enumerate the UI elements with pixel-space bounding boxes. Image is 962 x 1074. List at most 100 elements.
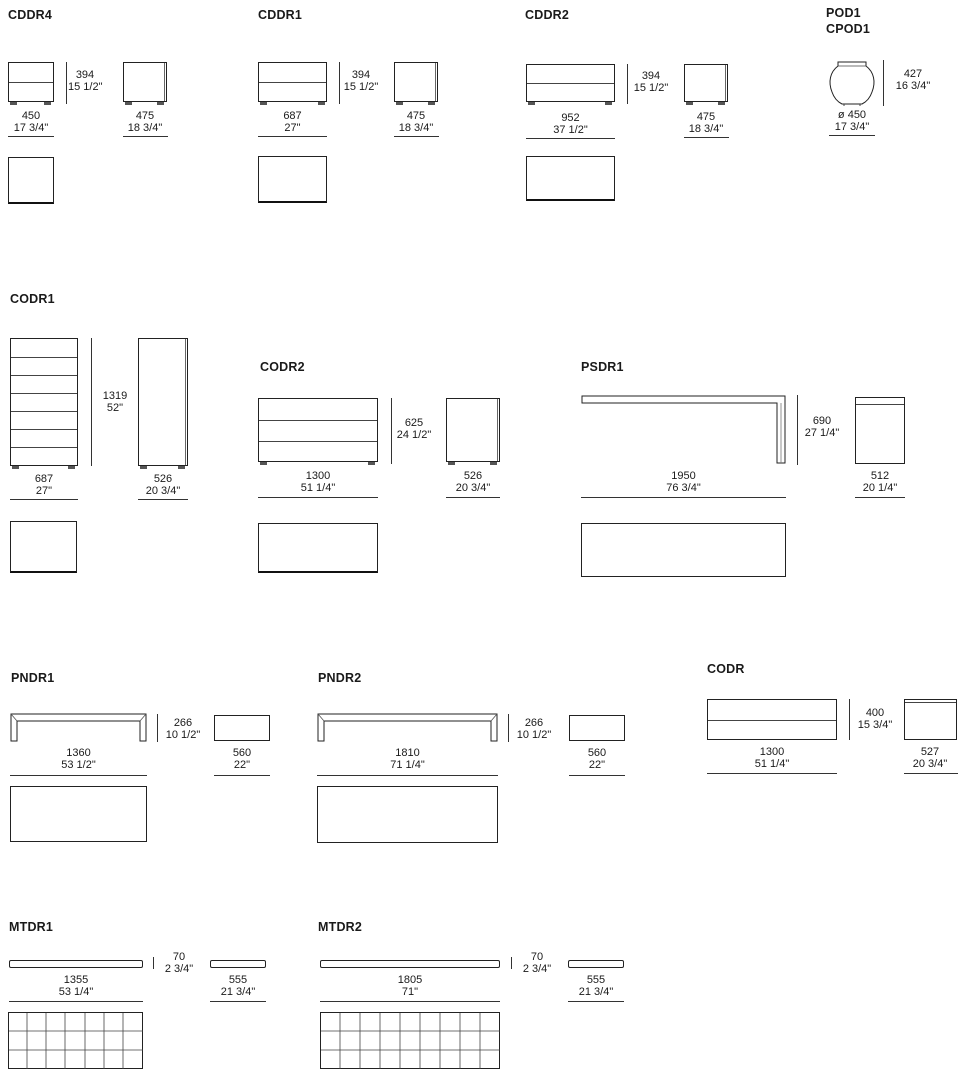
front-elevation xyxy=(581,395,786,464)
side-elevation xyxy=(394,62,438,102)
product-code: CDDR1 xyxy=(258,8,303,22)
tufted-plan-view xyxy=(320,1012,500,1069)
front-elevation xyxy=(320,960,500,968)
front-elevation xyxy=(526,64,615,102)
foot xyxy=(718,102,725,105)
diameter-dimension-line xyxy=(829,135,875,136)
product-code: POD1 xyxy=(826,6,861,20)
front-elevation xyxy=(9,960,143,968)
foot xyxy=(260,462,267,465)
side-elevation xyxy=(569,715,625,741)
foot xyxy=(528,102,535,105)
height-dimension-line xyxy=(91,338,92,466)
product-code: CODR xyxy=(707,662,745,676)
depth-dimension-line xyxy=(904,773,958,774)
foot xyxy=(12,466,19,469)
foot xyxy=(448,462,455,465)
width-dimension-line xyxy=(258,136,327,137)
width-dimension-line xyxy=(9,1001,143,1002)
plan-view xyxy=(581,523,786,577)
pod-elevation xyxy=(829,61,875,106)
width-dimension-line xyxy=(10,499,78,500)
foot xyxy=(44,102,51,105)
width-dimension-line xyxy=(10,775,147,776)
foot xyxy=(10,102,17,105)
foot xyxy=(68,466,75,469)
depth-dimension-line xyxy=(214,775,270,776)
product-code: CDDR2 xyxy=(525,8,570,22)
side-elevation xyxy=(568,960,624,968)
depth-dimension-line xyxy=(446,497,500,498)
width-dimension-line xyxy=(707,773,837,774)
depth-dimension-line xyxy=(210,1001,266,1002)
front-elevation xyxy=(8,62,54,102)
front-elevation xyxy=(317,713,498,742)
height-dimension-line xyxy=(849,699,850,740)
width-dimension-line xyxy=(317,775,498,776)
plan-view xyxy=(8,157,54,204)
plan-view xyxy=(258,156,327,203)
foot xyxy=(605,102,612,105)
tufted-plan-view xyxy=(8,1012,143,1069)
front-elevation xyxy=(707,699,837,740)
foot xyxy=(140,466,147,469)
plan-view xyxy=(10,521,77,573)
product-code: MTDR1 xyxy=(9,920,54,934)
product-code-secondary: CPOD1 xyxy=(826,22,871,36)
product-code: MTDR2 xyxy=(318,920,363,934)
height-dimension-line xyxy=(66,62,67,104)
front-elevation xyxy=(10,338,78,466)
foot xyxy=(396,102,403,105)
height-dimension-line xyxy=(627,64,628,104)
product-code: PNDR1 xyxy=(11,671,55,685)
side-elevation xyxy=(855,397,905,464)
height-dimension-line xyxy=(157,714,158,742)
height-dimension-line xyxy=(883,60,884,106)
side-elevation xyxy=(446,398,500,462)
product-code: CODR2 xyxy=(260,360,305,374)
plan-view xyxy=(10,786,147,842)
depth-dimension-line xyxy=(394,136,439,137)
height-dimension-line xyxy=(153,957,154,969)
width-dimension-line xyxy=(526,138,615,139)
height-dimension-line xyxy=(797,395,798,465)
product-code: CDDR4 xyxy=(8,8,53,22)
depth-dimension-line xyxy=(569,775,625,776)
foot xyxy=(125,102,132,105)
height-dimension-line xyxy=(339,62,340,104)
depth-dimension-line xyxy=(684,137,729,138)
depth-dimension-line xyxy=(123,136,168,137)
side-elevation xyxy=(904,699,957,740)
foot xyxy=(260,102,267,105)
foot xyxy=(490,462,497,465)
width-dimension-line xyxy=(8,136,54,137)
foot xyxy=(178,466,185,469)
side-elevation xyxy=(210,960,266,968)
side-elevation xyxy=(123,62,167,102)
